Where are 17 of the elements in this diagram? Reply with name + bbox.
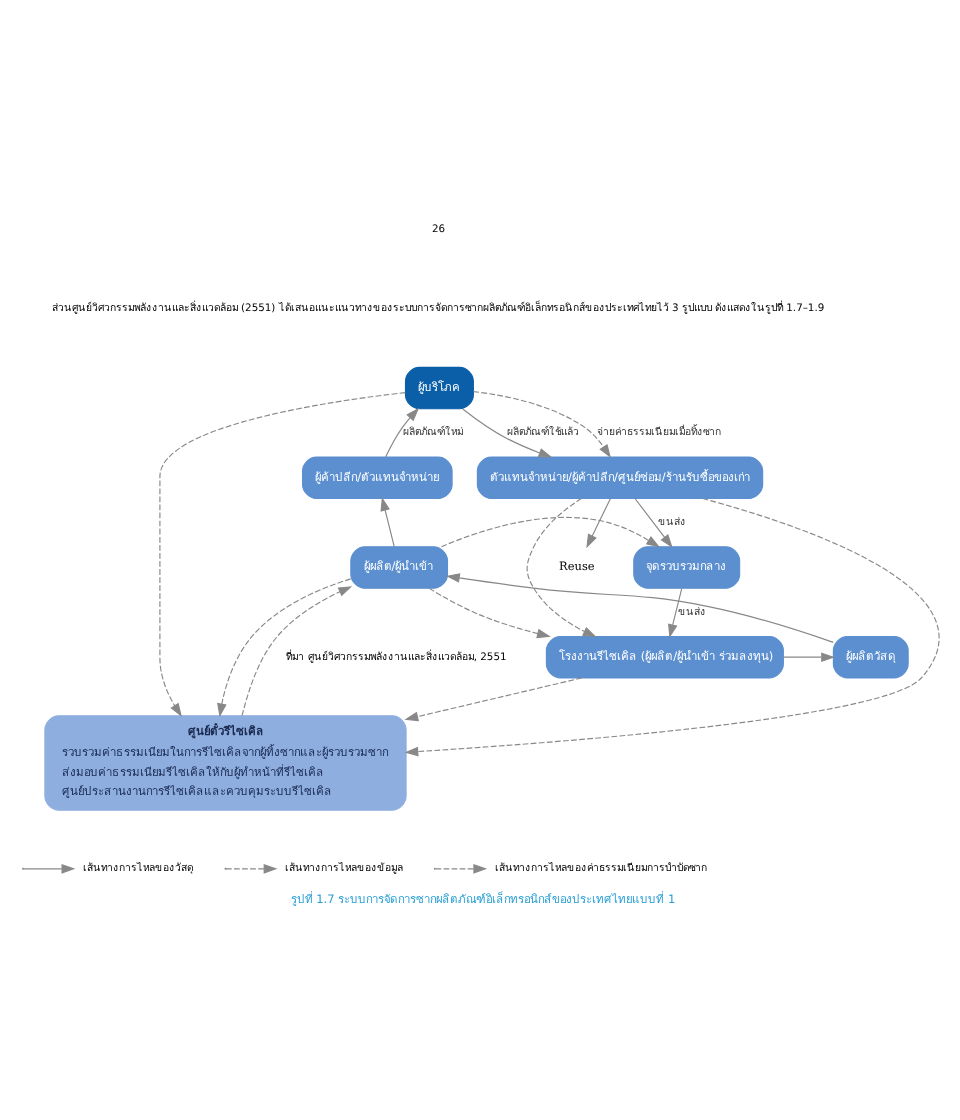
arrow	[384, 407, 419, 458]
arrow	[461, 408, 552, 458]
arrow	[427, 587, 550, 639]
arrow	[216, 578, 351, 718]
arrow	[445, 573, 833, 643]
arrow	[403, 677, 582, 722]
arrow	[585, 498, 610, 549]
arrow	[781, 652, 834, 663]
arrow	[379, 497, 394, 548]
arrow	[240, 586, 352, 717]
arrow	[403, 497, 939, 757]
arrow	[525, 498, 596, 638]
arrow	[440, 516, 660, 548]
arrow	[158, 392, 405, 717]
arrow	[667, 587, 682, 638]
arrow	[633, 498, 672, 548]
arrow	[471, 391, 610, 459]
